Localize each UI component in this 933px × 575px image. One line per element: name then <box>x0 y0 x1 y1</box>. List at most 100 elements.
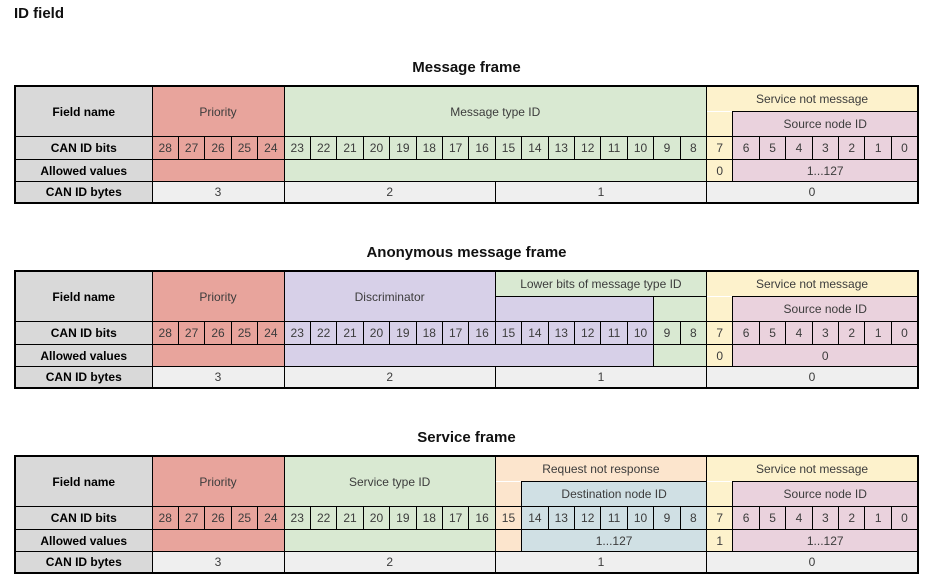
field-service-not-message-cont <box>706 296 734 322</box>
allowed-destination-node-id: 1...127 <box>521 529 708 552</box>
bit-cell: 25 <box>230 506 259 530</box>
bit-cell: 23 <box>283 506 311 530</box>
table-title: Message frame <box>412 59 521 76</box>
byte-cell: 0 <box>706 181 919 204</box>
bit-cell: 13 <box>547 506 576 530</box>
bit-cell: 9 <box>653 136 681 160</box>
bit-cell: 28 <box>151 136 179 160</box>
bit-cell: 16 <box>468 321 496 345</box>
row-label-can-id-bits: CAN ID bits <box>14 321 153 345</box>
allowed-lower-bits <box>653 344 708 367</box>
bit-cell: 20 <box>362 506 391 530</box>
field-priority: Priority <box>151 455 285 507</box>
byte-cell: 2 <box>283 181 496 204</box>
field-source-node-id: Source node ID <box>732 296 919 322</box>
table-title: Service frame <box>417 429 516 446</box>
byte-cell: 1 <box>494 551 708 574</box>
allowed-service-flag: 0 <box>706 344 734 367</box>
byte-cell: 3 <box>151 366 285 389</box>
bit-cell: 8 <box>679 136 708 160</box>
bit-cell: 6 <box>732 136 760 160</box>
field-discriminator-lower-cont <box>494 296 655 322</box>
bit-cell: 2 <box>838 321 866 345</box>
bit-cell: 5 <box>758 136 787 160</box>
bit-cell: 22 <box>309 321 338 345</box>
bit-cell: 7 <box>706 136 734 160</box>
bit-cell: 10 <box>626 136 655 160</box>
bit-cell: 24 <box>257 321 285 345</box>
bit-cell: 0 <box>890 506 919 530</box>
allowed-message-type-id <box>283 159 708 182</box>
bit-cell: 3 <box>811 506 840 530</box>
bit-cell: 26 <box>204 136 232 160</box>
bit-cell: 2 <box>838 136 866 160</box>
bit-cell: 19 <box>389 136 417 160</box>
bit-cell: 25 <box>230 321 259 345</box>
bit-cell: 7 <box>706 506 734 530</box>
field-request-not-response: Request not response <box>494 455 708 482</box>
bit-cell: 23 <box>283 136 311 160</box>
bit-cell: 12 <box>573 506 602 530</box>
row-label-can-id-bits: CAN ID bits <box>14 506 153 530</box>
bit-cell: 17 <box>441 321 470 345</box>
bit-cell: 4 <box>785 136 813 160</box>
bit-cell: 18 <box>415 136 443 160</box>
field-message-type-id: Message type ID <box>283 85 708 137</box>
field-destination-node-id: Destination node ID <box>521 481 708 507</box>
bit-cell: 18 <box>415 321 443 345</box>
bit-cell: 19 <box>389 506 417 530</box>
bit-cell: 0 <box>890 136 919 160</box>
bit-cell: 19 <box>389 321 417 345</box>
row-label-can-id-bytes: CAN ID bytes <box>14 181 153 204</box>
byte-cell: 2 <box>283 366 496 389</box>
row-label-allowed-values: Allowed values <box>14 344 153 367</box>
bit-cell: 8 <box>679 321 708 345</box>
anonymous-message-frame-section: Anonymous message frame Field name Prior… <box>14 244 919 389</box>
bit-cell: 12 <box>573 136 602 160</box>
bit-cell: 11 <box>600 136 628 160</box>
bit-cell: 15 <box>494 136 523 160</box>
row-label-can-id-bytes: CAN ID bytes <box>14 551 153 574</box>
allowed-service-type-id <box>283 529 496 552</box>
allowed-service-flag: 0 <box>706 159 734 182</box>
byte-cell: 3 <box>151 181 285 204</box>
bit-cell: 21 <box>336 321 364 345</box>
page-title: ID field <box>14 5 65 22</box>
field-service-type-id: Service type ID <box>283 455 496 507</box>
bit-cell: 6 <box>732 321 760 345</box>
allowed-source-node-id: 1...127 <box>732 529 919 552</box>
bit-cell: 27 <box>177 506 206 530</box>
row-label-can-id-bits: CAN ID bits <box>14 136 153 160</box>
bit-cell: 13 <box>547 321 576 345</box>
allowed-priority <box>151 344 285 367</box>
bit-cell: 21 <box>336 506 364 530</box>
field-service-not-message-cont <box>706 111 734 137</box>
bit-cell: 28 <box>151 506 179 530</box>
bit-cell: 15 <box>494 321 523 345</box>
bit-cell: 20 <box>362 136 391 160</box>
bit-cell: 11 <box>600 321 628 345</box>
field-discriminator: Discriminator <box>283 270 496 322</box>
allowed-request-flag <box>494 529 523 552</box>
allowed-source-node-id: 1...127 <box>732 159 919 182</box>
field-service-not-message: Service not message <box>706 455 919 482</box>
bit-cell: 28 <box>151 321 179 345</box>
field-service-not-message: Service not message <box>706 85 919 112</box>
bit-cell: 26 <box>204 321 232 345</box>
bit-cell: 10 <box>626 506 655 530</box>
byte-cell: 0 <box>706 551 919 574</box>
field-service-not-message-cont <box>706 481 734 507</box>
bit-cell: 1 <box>864 506 892 530</box>
bit-cell: 1 <box>864 321 892 345</box>
bit-cell: 26 <box>204 506 232 530</box>
allowed-priority <box>151 529 285 552</box>
field-lower-bits-cont <box>653 296 708 322</box>
field-source-node-id: Source node ID <box>732 481 919 507</box>
allowed-service-flag: 1 <box>706 529 734 552</box>
bit-cell: 22 <box>309 506 338 530</box>
bit-cell: 14 <box>521 136 549 160</box>
bit-cell: 3 <box>811 321 840 345</box>
byte-cell: 0 <box>706 366 919 389</box>
bit-cell: 14 <box>521 506 549 530</box>
field-priority: Priority <box>151 270 285 322</box>
